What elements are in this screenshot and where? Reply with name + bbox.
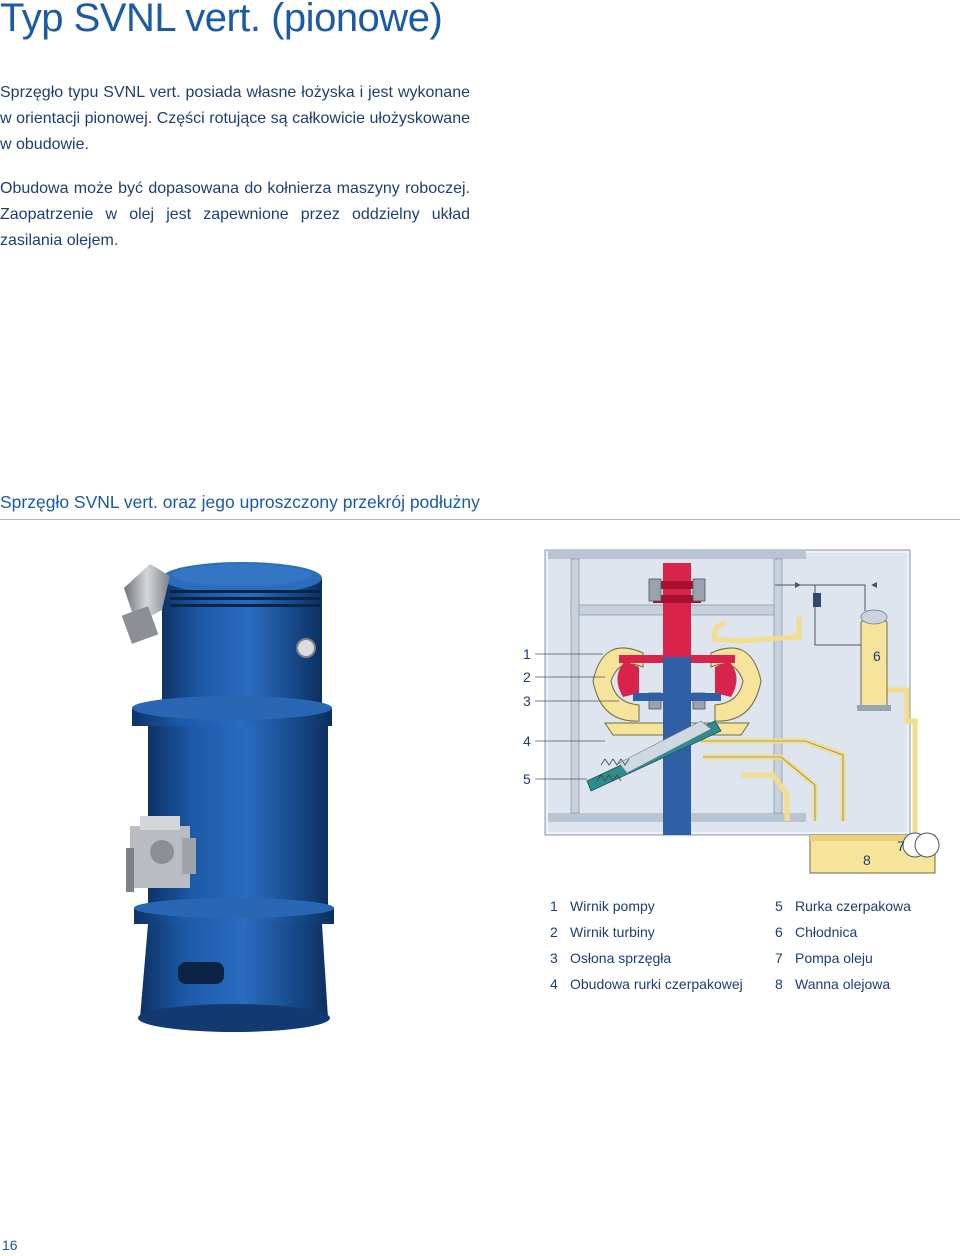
svnl-vert-coupling-photo [121,562,334,1032]
cross-section-diagram: 1 2 3 4 5 6 7 8 [523,549,940,874]
callout-3: 3 [523,693,531,709]
scoop-tube [586,720,722,792]
section-heading: Sprzęgło SVNL vert. oraz jego uproszczon… [0,492,480,512]
intro-paragraph-1: Sprzęgło typu SVNL vert. posiada własne … [0,84,470,153]
callout-1: 1 [523,646,531,662]
callout-5: 5 [523,771,531,787]
cooler [857,609,891,711]
callout-4: 4 [523,733,531,749]
callout-8: 8 [863,852,871,868]
page-number: 16 [2,1237,18,1253]
section-divider [0,519,960,520]
terminal-box-icon [121,564,170,644]
oil-pump-unit-icon [126,816,196,892]
page-title: Typ SVNL vert. (pionowe) [0,0,443,40]
callout-2: 2 [523,669,531,685]
callout-7: 7 [897,838,905,854]
callout-6: 6 [873,648,881,664]
intro-paragraph-2: Obudowa może być dopasowana do kołnierza… [0,180,470,249]
